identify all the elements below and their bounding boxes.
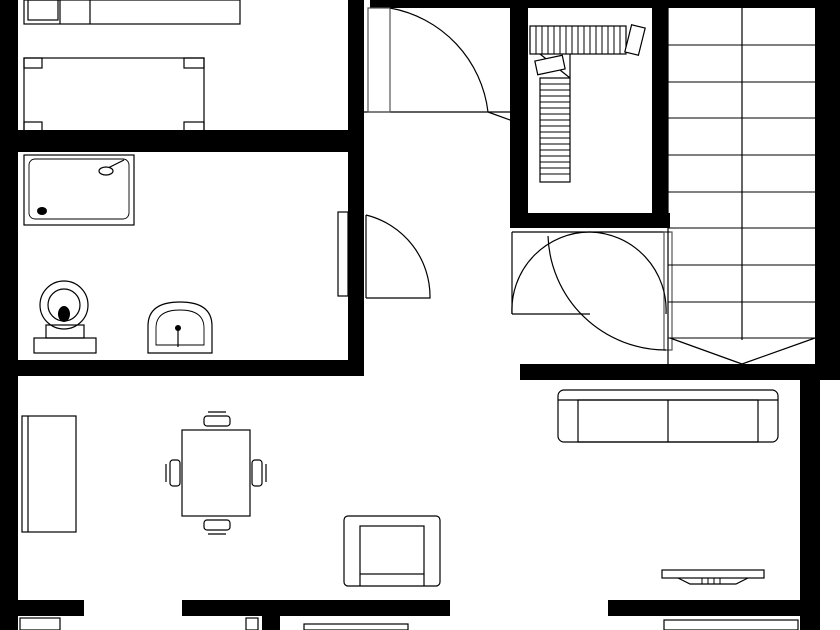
armchair bbox=[343, 515, 441, 587]
sideboard bbox=[21, 415, 77, 533]
staircase bbox=[667, 8, 816, 365]
clothes-rack bbox=[529, 23, 646, 183]
bedroom-desk bbox=[23, 57, 205, 133]
dining-table bbox=[165, 411, 267, 535]
bedroom-bed bbox=[23, 0, 241, 25]
tv-stand bbox=[661, 569, 765, 585]
toilet bbox=[33, 280, 97, 354]
shower-tray bbox=[23, 154, 135, 226]
lower-furniture bbox=[19, 617, 799, 630]
washbasin bbox=[147, 301, 213, 354]
sofa bbox=[557, 389, 779, 443]
bathroom-door bbox=[337, 211, 431, 299]
entry-door bbox=[364, 7, 511, 121]
